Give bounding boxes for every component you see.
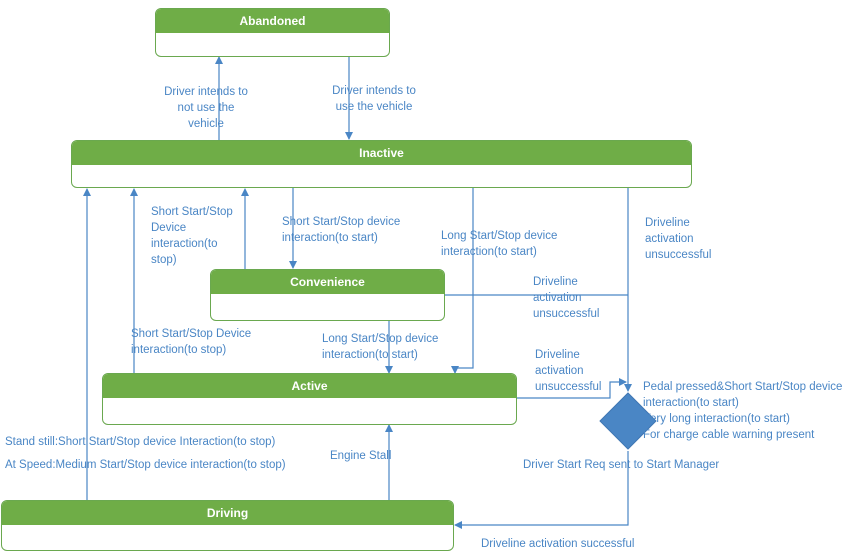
state-abandoned-title: Abandoned xyxy=(156,9,389,33)
state-convenience-title: Convenience xyxy=(211,270,444,294)
state-active: Active xyxy=(102,373,517,425)
label-driveline-success: Driveline activation successful xyxy=(481,538,635,550)
label-driver-start-req: Driver Start Req sent to Start Manager xyxy=(523,459,720,471)
state-driving-title: Driving xyxy=(2,501,453,525)
label-inactive-to-abandoned: Driver intends to not use the vehicle xyxy=(164,86,248,130)
label-inactive-driveline-fail: Driveline activation unsuccessful xyxy=(645,217,712,261)
label-active-driveline-fail: Driveline activation unsuccessful xyxy=(535,349,602,393)
state-driving: Driving xyxy=(1,500,454,551)
label-decision-conditions: Pedal pressed&Short Start/Stop device in… xyxy=(643,381,843,441)
state-inactive: Inactive xyxy=(71,140,692,188)
label-driving-to-inactive-standstill: Stand still:Short Start/Stop device Inte… xyxy=(5,436,276,448)
label-active-to-inactive: Short Start/Stop Device interaction(to s… xyxy=(131,328,252,356)
state-convenience: Convenience xyxy=(210,269,445,321)
label-inactive-to-active: Long Start/Stop device interaction(to st… xyxy=(441,230,558,258)
label-convenience-driveline-fail: Driveline activation unsuccessful xyxy=(533,276,600,320)
state-inactive-title: Inactive xyxy=(72,141,691,165)
label-driving-to-inactive-speed: At Speed:Medium Start/Stop device intera… xyxy=(5,459,286,471)
label-engine-stall: Engine Stall xyxy=(330,450,392,462)
label-abandoned-to-inactive: Driver intends to use the vehicle xyxy=(332,85,416,113)
state-abandoned: Abandoned xyxy=(155,8,390,57)
decision-diamond xyxy=(599,392,657,450)
arrow-active-to-decision xyxy=(517,378,627,399)
label-inactive-to-convenience: Short Start/Stop device interaction(to s… xyxy=(282,216,401,244)
label-convenience-to-inactive: Short Start/Stop Device interaction(to s… xyxy=(151,206,233,266)
arrow-decision-to-driving xyxy=(454,451,629,529)
arrow-inactive-to-active xyxy=(451,188,474,374)
label-convenience-to-active: Long Start/Stop device interaction(to st… xyxy=(322,333,439,361)
state-active-title: Active xyxy=(103,374,516,398)
